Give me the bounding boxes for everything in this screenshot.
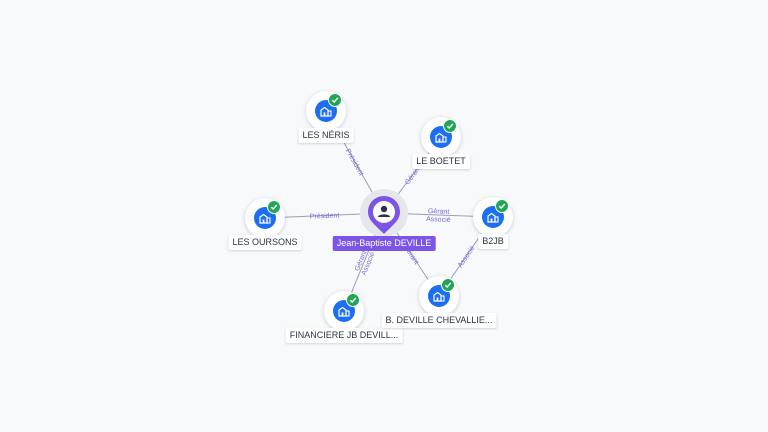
edge-label-les-neris: Président xyxy=(344,148,365,177)
verified-check-icon xyxy=(267,200,281,214)
verified-check-icon xyxy=(443,119,457,133)
company-node-les-oursons[interactable] xyxy=(245,198,285,238)
company-label-bdeville[interactable]: B. DEVILLE CHEVALLIE... xyxy=(381,313,497,328)
verified-check-icon xyxy=(328,93,342,107)
company-node-les-neris[interactable] xyxy=(306,91,346,131)
company-node-le-boetet[interactable] xyxy=(421,117,461,157)
person-icon xyxy=(368,196,400,234)
company-node-financiere[interactable] xyxy=(324,291,364,331)
verified-check-icon xyxy=(346,293,360,307)
company-label-le-boetet[interactable]: LE BOETET xyxy=(412,154,470,169)
verified-check-icon xyxy=(441,278,455,292)
company-label-les-neris[interactable]: LES NÉRIS xyxy=(298,128,354,143)
edge-label-b2jb: Associé xyxy=(426,216,451,224)
company-label-financiere[interactable]: FINANCIERE JB DEVILL... xyxy=(285,328,403,343)
verified-check-icon xyxy=(495,199,509,213)
company-node-b2jb[interactable] xyxy=(473,197,513,237)
edge-label-les-oursons: Président xyxy=(310,212,340,220)
company-node-bdeville[interactable] xyxy=(419,276,459,316)
company-label-les-oursons[interactable]: LES OURSONS xyxy=(228,235,302,250)
edge-label-b2jb: Gérant xyxy=(428,208,450,216)
center-person-label[interactable]: Jean-Baptiste DEVILLE xyxy=(332,236,436,251)
edge-label-b2jb: Associé xyxy=(457,245,477,269)
company-label-b2jb[interactable]: B2JB xyxy=(478,234,508,249)
